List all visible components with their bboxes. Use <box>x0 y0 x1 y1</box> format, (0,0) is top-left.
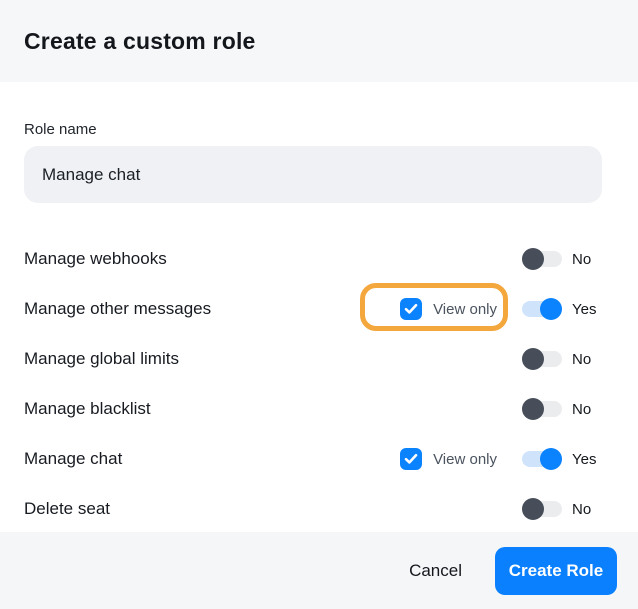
permission-label: Delete seat <box>24 499 110 518</box>
view-only-group: View only <box>400 448 497 470</box>
toggle-group: Yes <box>522 298 602 320</box>
cancel-button[interactable]: Cancel <box>407 553 464 589</box>
toggle-state-label: Yes <box>572 300 597 318</box>
permission-row-manage-webhooks: Manage webhooks No <box>24 234 602 284</box>
toggle-group: No <box>522 398 602 420</box>
toggle-manage-webhooks[interactable] <box>522 248 562 270</box>
toggle-group: No <box>522 248 602 270</box>
permission-row-manage-other-messages: Manage other messages View only Yes <box>24 284 602 334</box>
toggle-state-label: Yes <box>572 450 597 468</box>
toggle-state-label: No <box>572 350 592 368</box>
modal-body: Role name Manage webhooks No Manage othe… <box>0 82 638 534</box>
permission-label: Manage global limits <box>24 349 179 368</box>
view-only-label: View only <box>433 300 497 318</box>
permission-label: Manage other messages <box>24 299 212 318</box>
view-only-group: View only <box>400 298 497 320</box>
permission-row-delete-seat: Delete seat No <box>24 484 602 534</box>
permission-label: Manage chat <box>24 449 123 468</box>
toggle-knob <box>522 348 544 370</box>
permission-row-manage-global-limits: Manage global limits No <box>24 334 602 384</box>
toggle-delete-seat[interactable] <box>522 498 562 520</box>
checkmark-icon <box>404 453 418 465</box>
toggle-knob <box>522 498 544 520</box>
toggle-manage-global-limits[interactable] <box>522 348 562 370</box>
toggle-group: No <box>522 348 602 370</box>
toggle-knob <box>540 448 562 470</box>
view-only-checkbox[interactable] <box>400 448 423 470</box>
toggle-manage-other-messages[interactable] <box>522 298 562 320</box>
checkmark-icon <box>404 303 418 315</box>
modal-footer: Cancel Create Role <box>0 532 638 609</box>
permission-label: Manage blacklist <box>24 399 151 418</box>
role-name-input[interactable] <box>24 146 602 203</box>
toggle-group: Yes <box>522 448 602 470</box>
toggle-knob <box>540 298 562 320</box>
toggle-knob <box>522 248 544 270</box>
permission-row-manage-blacklist: Manage blacklist No <box>24 384 602 434</box>
permission-list: Manage webhooks No Manage other messages… <box>24 234 602 534</box>
modal-header: Create a custom role <box>0 0 638 82</box>
modal-title: Create a custom role <box>24 27 256 54</box>
create-role-button[interactable]: Create Role <box>495 546 617 595</box>
permission-row-manage-chat: Manage chat View only Yes <box>24 434 602 484</box>
view-only-label: View only <box>433 450 497 468</box>
toggle-state-label: No <box>572 250 592 268</box>
toggle-state-label: No <box>572 500 592 518</box>
toggle-manage-blacklist[interactable] <box>522 398 562 420</box>
toggle-knob <box>522 398 544 420</box>
toggle-manage-chat[interactable] <box>522 448 562 470</box>
toggle-state-label: No <box>572 400 592 418</box>
toggle-group: No <box>522 498 602 520</box>
view-only-checkbox[interactable] <box>400 298 423 320</box>
permission-label: Manage webhooks <box>24 249 167 268</box>
role-name-label: Role name <box>24 121 97 138</box>
